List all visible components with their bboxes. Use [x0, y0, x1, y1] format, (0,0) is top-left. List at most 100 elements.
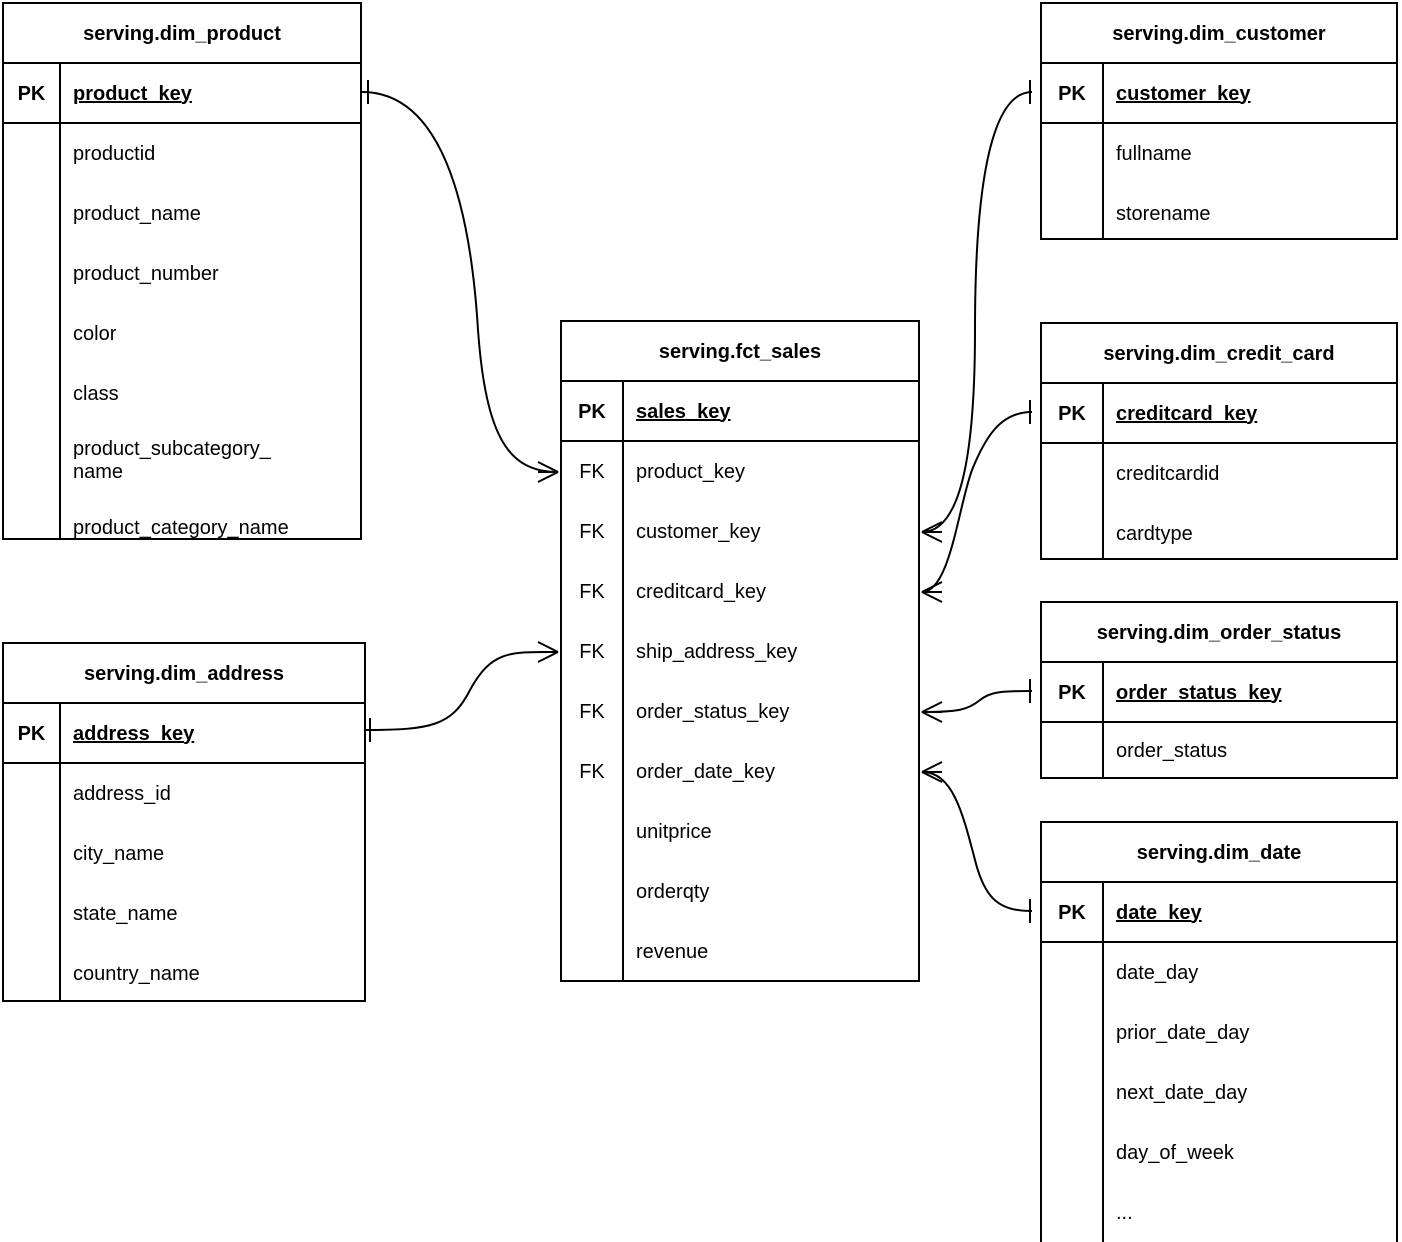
attribute-row: class	[73, 382, 119, 405]
crowfoot-sales-product	[537, 461, 559, 483]
pk-name-column-dim-address: address_key	[61, 704, 364, 762]
pk-name-dim-credit-card: creditcard_key	[1116, 402, 1258, 425]
attribute-list-dim-product: productid product_name product_number co…	[61, 124, 360, 540]
attribute-row: ship_address_key	[636, 640, 798, 663]
key-column-blank-dim-customer	[1042, 124, 1104, 240]
relationship-orderstatus-to-sales	[921, 679, 1033, 723]
attributes-dim-date: date_day prior_date_day next_date_day da…	[1042, 943, 1396, 1242]
entity-dim-product[interactable]: serving.dim_product PK product_key produ…	[2, 2, 362, 540]
fk-tag: FK	[579, 460, 605, 483]
pk-name-column-dim-date: date_key	[1104, 883, 1396, 941]
crowfoot-sales-customer	[921, 521, 943, 543]
key-column-dim-customer: PK	[1042, 64, 1104, 122]
entity-dim-credit-card[interactable]: serving.dim_credit_card PK creditcard_ke…	[1040, 322, 1398, 560]
key-column-dim-order-status: PK	[1042, 663, 1104, 721]
pk-tag-dim-address: PK	[17, 722, 46, 745]
key-column-tags-fct-sales: FK FK FK FK FK FK	[562, 442, 624, 982]
entity-title-dim-credit-card: serving.dim_credit_card	[1042, 324, 1396, 384]
key-column-dim-address: PK	[4, 704, 61, 762]
pk-tag-dim-date: PK	[1058, 901, 1086, 924]
pk-tag-dim-order-status: PK	[1058, 681, 1086, 704]
attribute-row: color	[73, 322, 117, 345]
pk-name-dim-address: address_key	[73, 722, 195, 745]
pk-name-column-dim-customer: customer_key	[1104, 64, 1396, 122]
pk-row-dim-date: PK date_key	[1042, 883, 1396, 943]
key-column-blank-dim-date	[1042, 943, 1104, 1242]
attribute-row: customer_key	[636, 520, 761, 543]
entity-title-dim-order-status: serving.dim_order_status	[1042, 603, 1396, 663]
attribute-row: unitprice	[636, 820, 712, 843]
attribute-row: city_name	[73, 842, 165, 865]
pk-row-dim-credit-card: PK creditcard_key	[1042, 384, 1396, 444]
attribute-row: storename	[1116, 202, 1211, 225]
attributes-dim-address: address_id city_name state_name country_…	[4, 764, 364, 1002]
crowfoot-sales-creditcard	[921, 581, 943, 603]
pk-tag-dim-customer: PK	[1058, 82, 1086, 105]
attribute-row: product_subcategory_ name	[73, 438, 271, 483]
attributes-fct-sales: FK FK FK FK FK FK product_key customer_k…	[562, 442, 918, 982]
attribute-row: state_name	[73, 902, 178, 925]
pk-row-dim-customer: PK customer_key	[1042, 64, 1396, 124]
entity-fct-sales[interactable]: serving.fct_sales PK sales_key FK FK FK …	[560, 320, 920, 982]
attributes-dim-customer: fullname storename	[1042, 124, 1396, 240]
attribute-row: prior_date_day	[1116, 1021, 1250, 1044]
pk-name-column-dim-credit-card: creditcard_key	[1104, 384, 1396, 442]
attribute-row: revenue	[636, 940, 709, 963]
attribute-list-dim-address: address_id city_name state_name country_…	[61, 764, 364, 1002]
key-column-blank-dim-credit-card	[1042, 444, 1104, 560]
attribute-row: order_status_key	[636, 700, 790, 723]
pk-name-dim-order-status: order_status_key	[1116, 681, 1282, 704]
pk-name-dim-product: product_key	[73, 82, 192, 105]
attribute-row: product_key	[636, 460, 745, 483]
entity-title-dim-address: serving.dim_address	[4, 644, 364, 704]
attribute-row: address_id	[73, 782, 171, 805]
attribute-row: productid	[73, 142, 156, 165]
fk-tag: FK	[579, 640, 605, 663]
attribute-row: cardtype	[1116, 522, 1193, 545]
fk-tag: FK	[579, 700, 605, 723]
attribute-row: product_category_name	[73, 516, 289, 539]
entity-dim-customer[interactable]: serving.dim_customer PK customer_key ful…	[1040, 2, 1398, 240]
key-column-blank-dim-address	[4, 764, 61, 1002]
fk-tag: FK	[579, 760, 605, 783]
entity-title-dim-product: serving.dim_product	[4, 4, 360, 64]
fk-tag: FK	[579, 580, 605, 603]
pk-name-dim-date: date_key	[1116, 901, 1202, 924]
crowfoot-sales-date	[921, 761, 943, 783]
attribute-row: creditcardid	[1116, 462, 1220, 485]
attribute-row: ...	[1116, 1201, 1133, 1224]
attribute-row: day_of_week	[1116, 1141, 1234, 1164]
attribute-list-dim-credit-card: creditcardid cardtype	[1104, 444, 1396, 560]
crowfoot-sales-address	[537, 641, 559, 663]
pk-name-dim-customer: customer_key	[1116, 82, 1251, 105]
attribute-row: product_name	[73, 202, 201, 225]
attribute-list-fct-sales: product_key customer_key creditcard_key …	[624, 442, 918, 982]
entity-title-fct-sales: serving.fct_sales	[562, 322, 918, 382]
pk-tag-fct-sales: PK	[578, 400, 606, 423]
attribute-list-dim-order-status: order_status	[1104, 723, 1396, 779]
relationship-customer-to-sales	[921, 80, 1033, 543]
relationship-address-to-sales	[365, 641, 559, 742]
pk-tag-dim-product: PK	[17, 82, 46, 105]
attribute-row: next_date_day	[1116, 1081, 1248, 1104]
attribute-row: country_name	[73, 962, 200, 985]
key-column-dim-credit-card: PK	[1042, 384, 1104, 442]
key-column-dim-product: PK	[4, 64, 61, 122]
entity-dim-order-status[interactable]: serving.dim_order_status PK order_status…	[1040, 601, 1398, 779]
attributes-dim-credit-card: creditcardid cardtype	[1042, 444, 1396, 560]
crowfoot-sales-orderstatus	[921, 701, 943, 723]
relationship-product-to-sales	[361, 80, 559, 483]
pk-name-column-fct-sales: sales_key	[624, 382, 918, 440]
pk-row-fct-sales: PK sales_key	[562, 382, 918, 442]
attribute-list-dim-customer: fullname storename	[1104, 124, 1396, 240]
key-column-fct-sales: PK	[562, 382, 624, 440]
relationship-date-to-sales	[921, 761, 1033, 923]
attribute-list-dim-date: date_day prior_date_day next_date_day da…	[1104, 943, 1396, 1242]
attribute-row: product_number	[73, 262, 219, 285]
entity-title-dim-customer: serving.dim_customer	[1042, 4, 1396, 64]
entity-dim-date[interactable]: serving.dim_date PK date_key date_day pr…	[1040, 821, 1398, 1242]
attribute-row: order_date_key	[636, 760, 775, 783]
attributes-dim-product: productid product_name product_number co…	[4, 124, 360, 540]
entity-dim-address[interactable]: serving.dim_address PK address_key addre…	[2, 642, 366, 1002]
